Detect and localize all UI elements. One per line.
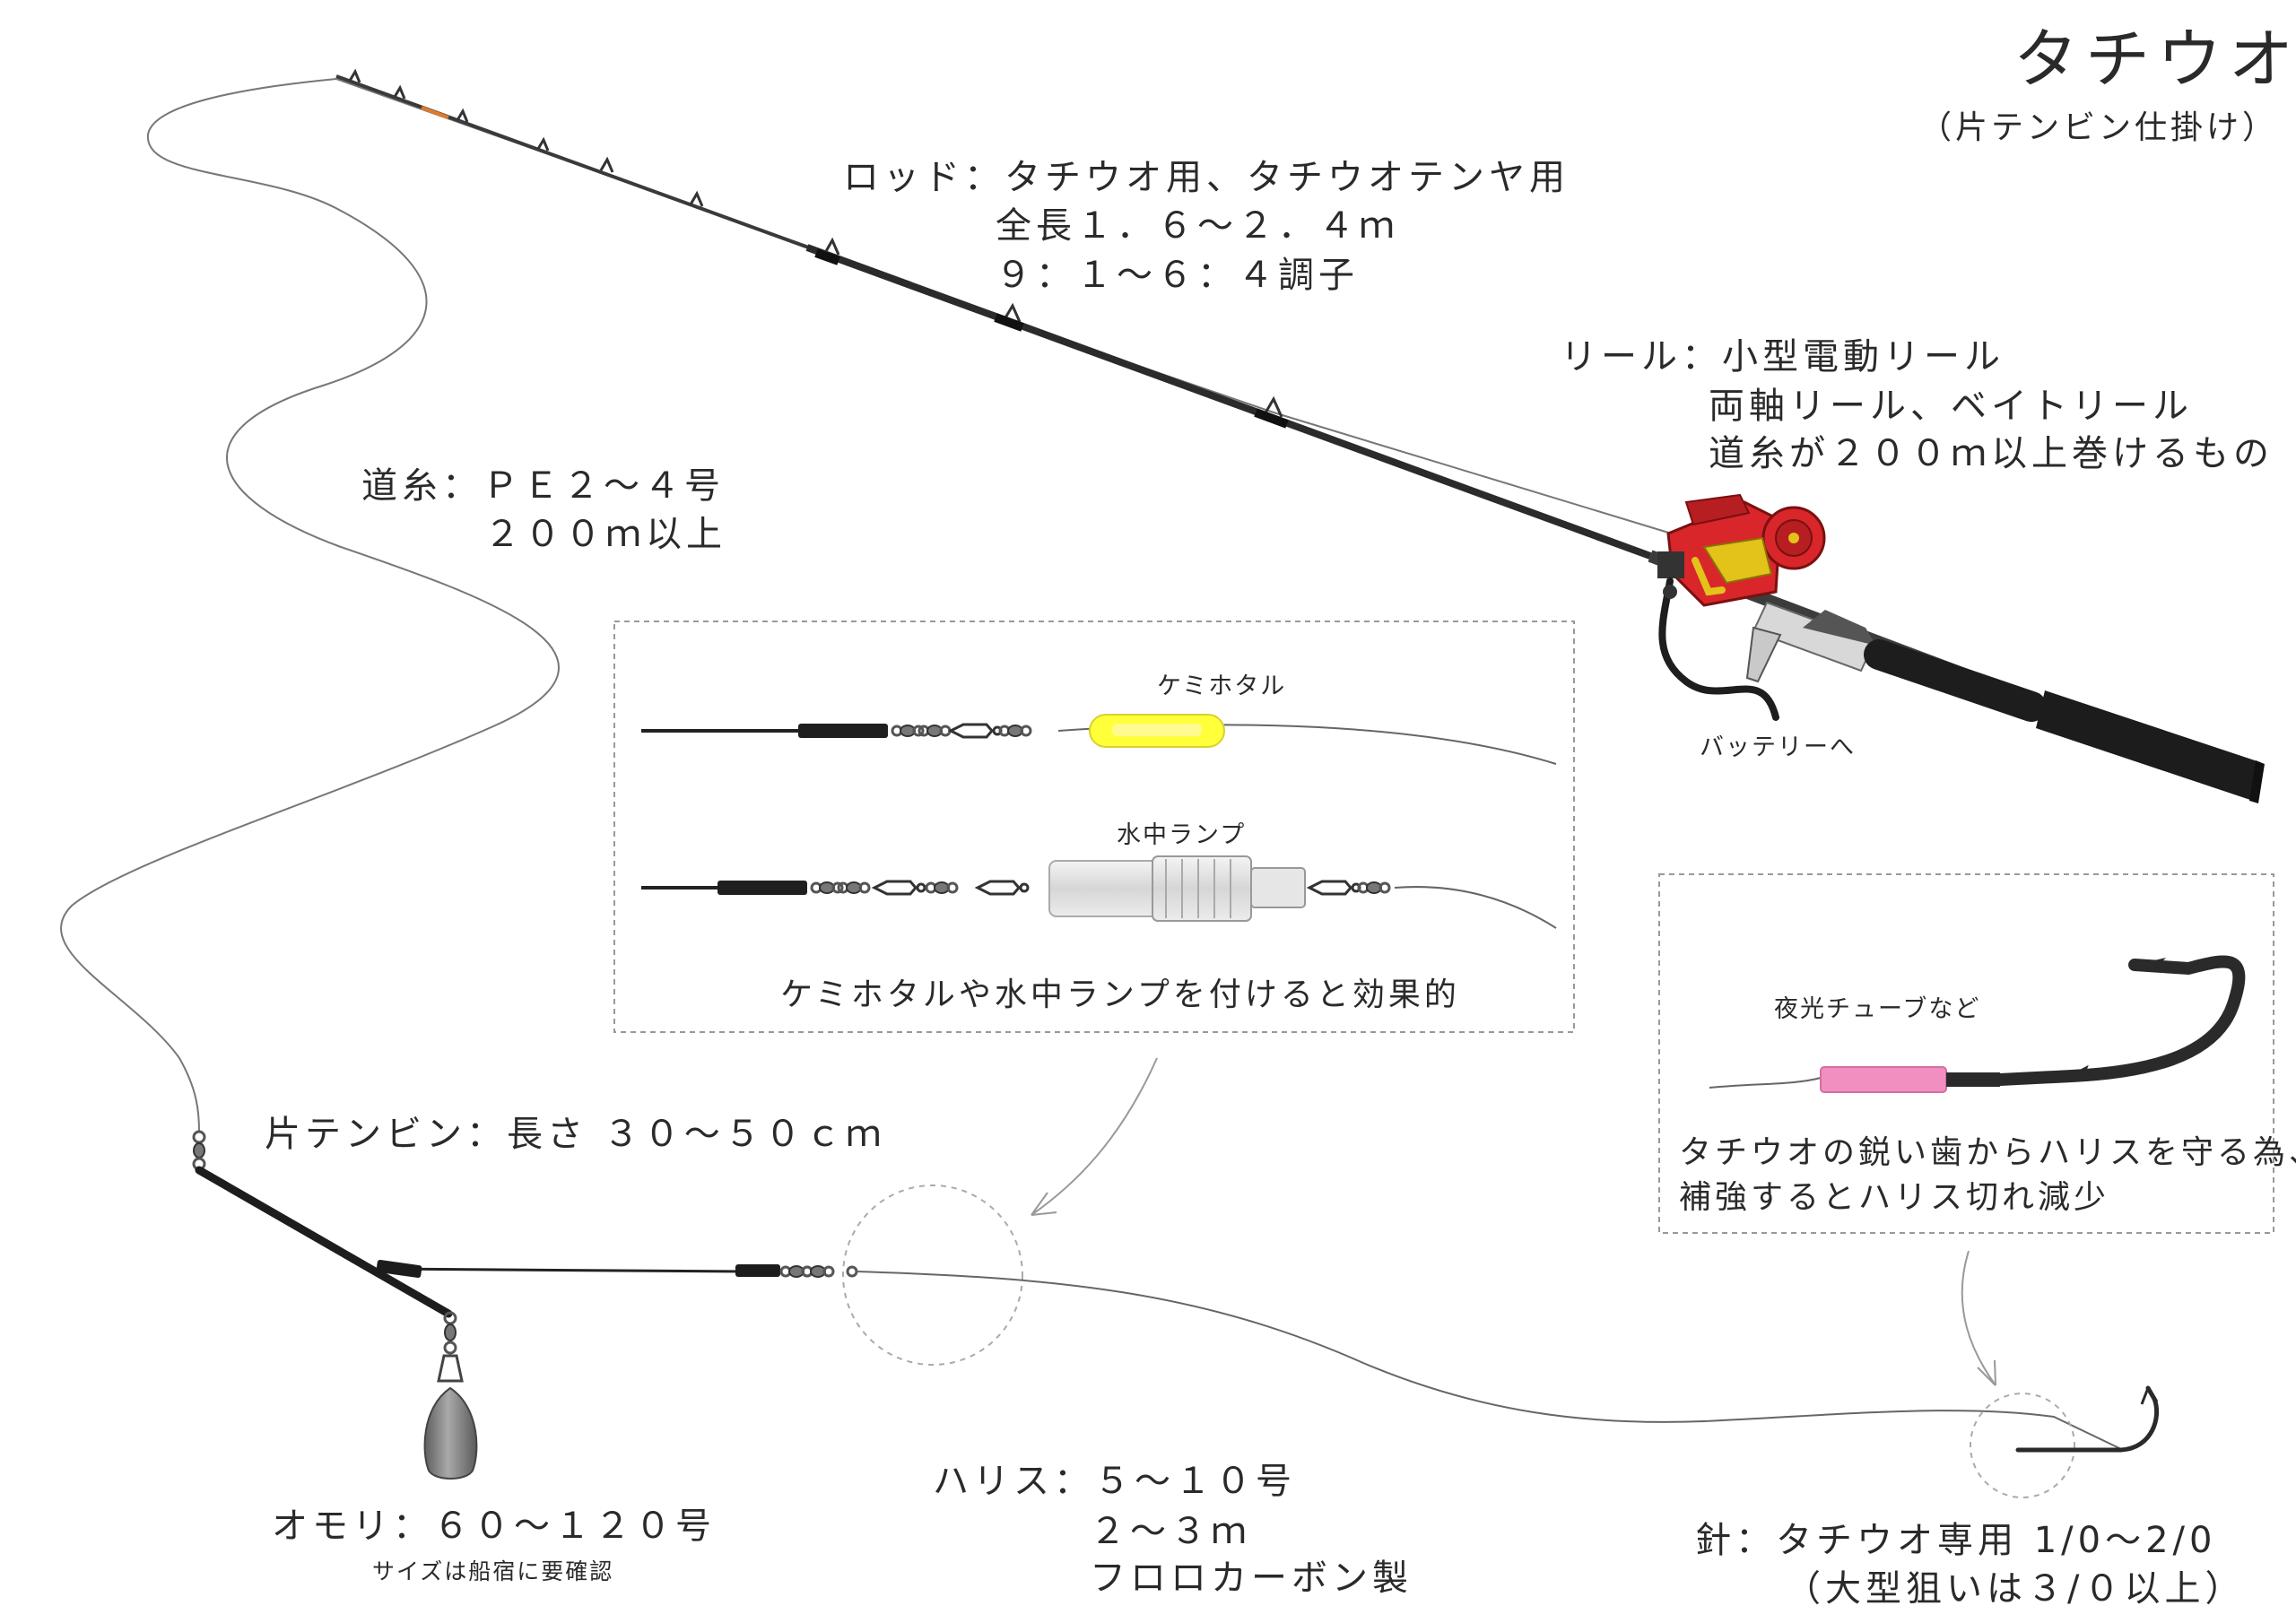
luminous-tube-label: 夜光チューブなど xyxy=(1774,995,1981,1023)
main-line xyxy=(60,78,560,1133)
rod-label-line2: 全長１．６～２．４ｍ xyxy=(996,205,1399,247)
underwater-lamp-rig xyxy=(641,855,1557,929)
hook-small xyxy=(2015,1385,2160,1453)
chemical-light-rig xyxy=(641,714,1557,765)
luminous-tube xyxy=(1820,1066,1947,1093)
leader-line xyxy=(856,1271,2122,1450)
page-subtitle: （片テンビン仕掛け） xyxy=(1919,109,2279,146)
reel-label-line2: 両軸リール、ベイトリール xyxy=(1709,386,2193,427)
hook-inset-caption2: 補強するとハリス切れ減少 xyxy=(1679,1179,2110,1216)
hook-detail xyxy=(1709,955,2246,1093)
sinker xyxy=(423,1311,478,1480)
hook-detail-circle xyxy=(1970,1393,2075,1498)
sinker-label: オモリ：６０～１２０号 xyxy=(272,1506,716,1547)
leader-label-line3: フロロカーボン製 xyxy=(1090,1558,1413,1599)
rod-label-line1: ロッド：タチウオ用、タチウオテンヤ用 xyxy=(843,157,1570,198)
sinker-note: サイズは船宿に要確認 xyxy=(372,1558,614,1584)
page-title: タチウオ xyxy=(2013,22,2296,97)
lights-caption: ケミホタルや水中ランプを付けると効果的 xyxy=(780,976,1460,1013)
mainline-label-line2: ２００ｍ以上 xyxy=(484,514,726,555)
tenbin-label: 片テンビン：長さ ３０～５０ｃｍ xyxy=(265,1114,886,1155)
electric-reel xyxy=(1657,493,1826,721)
hook-label-line1: 針：タチウオ専用 1/0～2/0 xyxy=(1695,1520,2217,1561)
tenbin-rig xyxy=(192,1130,858,1318)
reel-label-line3: 道糸が２００ｍ以上巻けるもの xyxy=(1709,433,2274,474)
battery-label: バッテリーへ xyxy=(1700,733,1856,761)
underwater-lamp-label: 水中ランプ xyxy=(1117,821,1247,849)
hook-inset-caption1: タチウオの鋭い歯からハリスを守る為、 xyxy=(1679,1134,2296,1171)
rod xyxy=(335,68,2265,803)
hook-label-line2: （大型狙いは３/０以上） xyxy=(1785,1568,2246,1610)
mainline-label-line1: 道糸：ＰＥ２～４号 xyxy=(361,465,725,507)
inset-lights-box xyxy=(613,621,1575,1033)
rod-label-line3: ９：１～６：４調子 xyxy=(996,255,1359,296)
leader-label-line2: ２～３ｍ xyxy=(1090,1511,1251,1552)
hook-pointer-arrow xyxy=(1961,1250,1996,1386)
chemical-light-label: ケミホタル xyxy=(1157,673,1287,700)
leader-label-line1: ハリス：５～１０号 xyxy=(933,1461,1296,1502)
reel-label-line1: リール：小型電動リール xyxy=(1561,336,2005,378)
inset-hook-box xyxy=(1658,873,2274,1234)
lights-pointer-arrow xyxy=(1031,1057,1158,1216)
connection-detail-circle xyxy=(842,1185,1023,1366)
